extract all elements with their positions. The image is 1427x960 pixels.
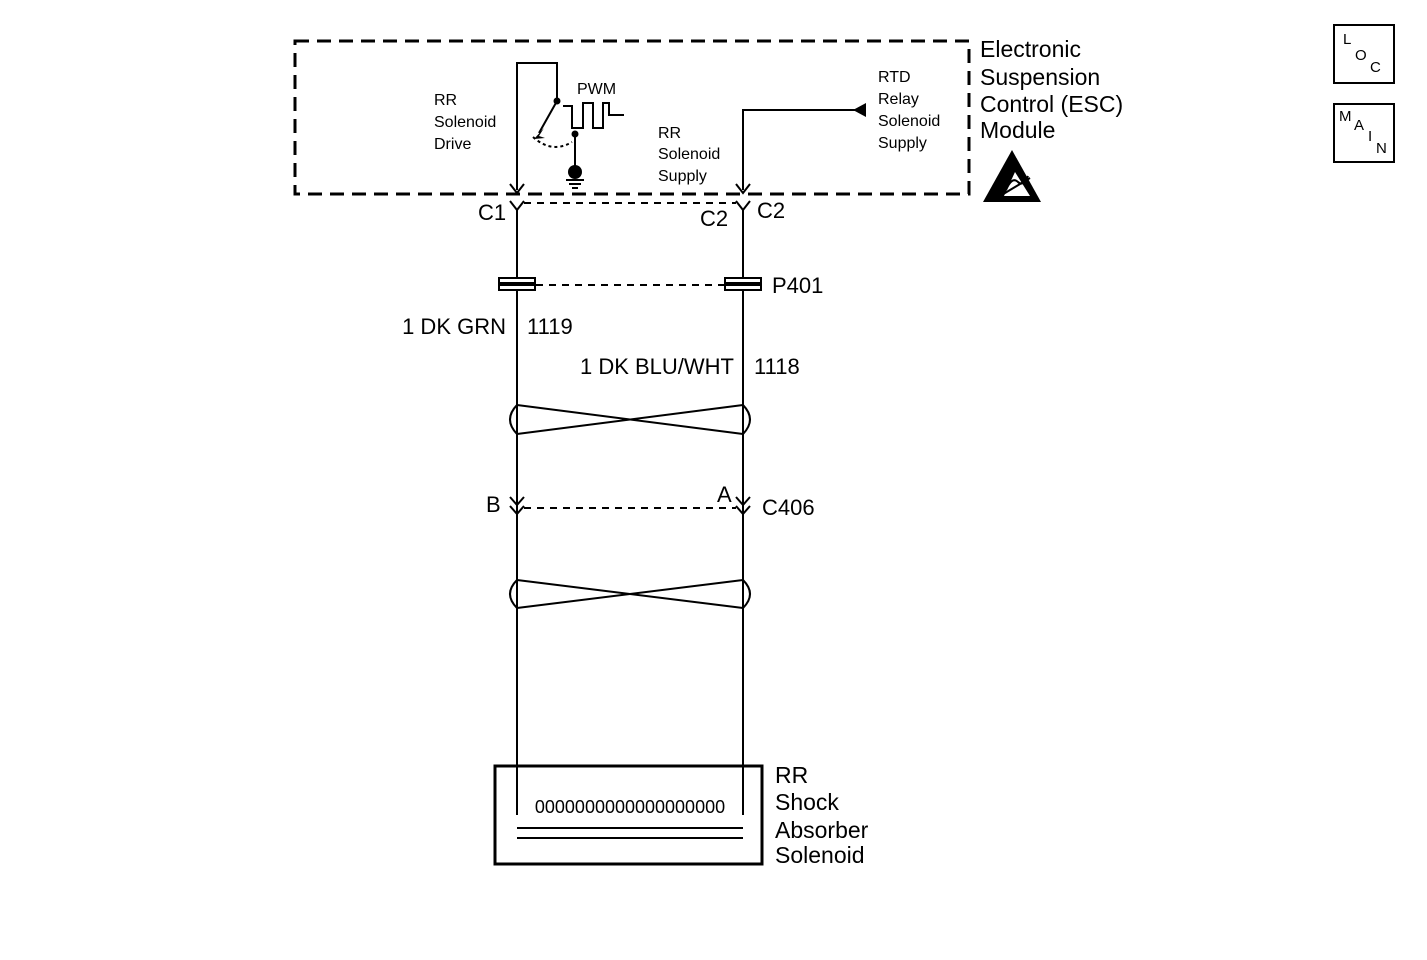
relay-label-line-3: Solenoid [878,113,940,130]
twisted-pair-1 [509,404,751,435]
connector-c2-pin-label: C2 [700,206,728,231]
connector-c2-name-label: C2 [757,198,785,223]
supply-label-line-1: RR [658,125,681,142]
esc-module-boundary [293,39,971,196]
ground-icon [566,165,584,189]
rr-shock-absorber-solenoid: 0000000000000000000 [493,764,764,866]
component-name-line-2: Shock [775,789,839,815]
loc-letter-o: O [1355,47,1367,64]
loc-letter-c: C [1370,59,1381,76]
c406-name: C406 [762,495,815,520]
relay-supply-input [742,103,866,190]
module-name-line-4: Module [980,117,1055,143]
pwm-switch-contacts [534,97,579,139]
component-name-line-3: Absorber [775,817,869,843]
component-name-line-4: Solenoid [775,842,865,868]
module-name-line-2: Suspension [980,64,1100,90]
module-name-line-3: Control (ESC) [980,91,1123,117]
c406-pin-a: A [717,482,732,507]
connector-c1-label: C1 [478,200,506,225]
wire-left-spec: 1 DK GRN [402,314,506,339]
wire-right-spec: 1 DK BLU/WHT [580,354,734,379]
drive-label-line-2: Solenoid [434,114,496,131]
component-name-line-1: RR [775,762,808,788]
loc-letter-l: L [1343,31,1352,48]
main-letter-n: N [1376,140,1387,157]
relay-label-line-2: Relay [878,91,919,108]
relay-label-line-1: RTD [878,69,911,86]
main-letter-m: M [1339,108,1352,125]
wire-right-circuit: 1118 [754,354,800,379]
relay-label-line-4: Supply [878,135,927,152]
loc-button[interactable]: L O C [1333,24,1395,84]
c406-pin-b: B [486,492,501,517]
main-letter-a: A [1354,117,1365,134]
esd-warning-icon [983,150,1041,202]
solenoid-coil: 0000000000000000000 [535,797,725,817]
supply-label-line-3: Supply [658,168,707,185]
supply-label-line-2: Solenoid [658,146,720,163]
module-name-line-1: Electronic [980,36,1081,62]
pass-through-p401 [498,277,762,291]
drive-label-line-3: Drive [434,136,471,153]
pwm-label: PWM [577,81,616,98]
wire-left-circuit: 1119 [527,314,573,339]
twisted-pair-2 [509,579,751,609]
p401-label: P401 [772,273,823,298]
drive-label-line-1: RR [434,92,457,109]
main-letter-i: I [1368,128,1373,145]
connector-c406 [509,496,751,516]
main-button[interactable]: M A I N [1333,103,1395,163]
